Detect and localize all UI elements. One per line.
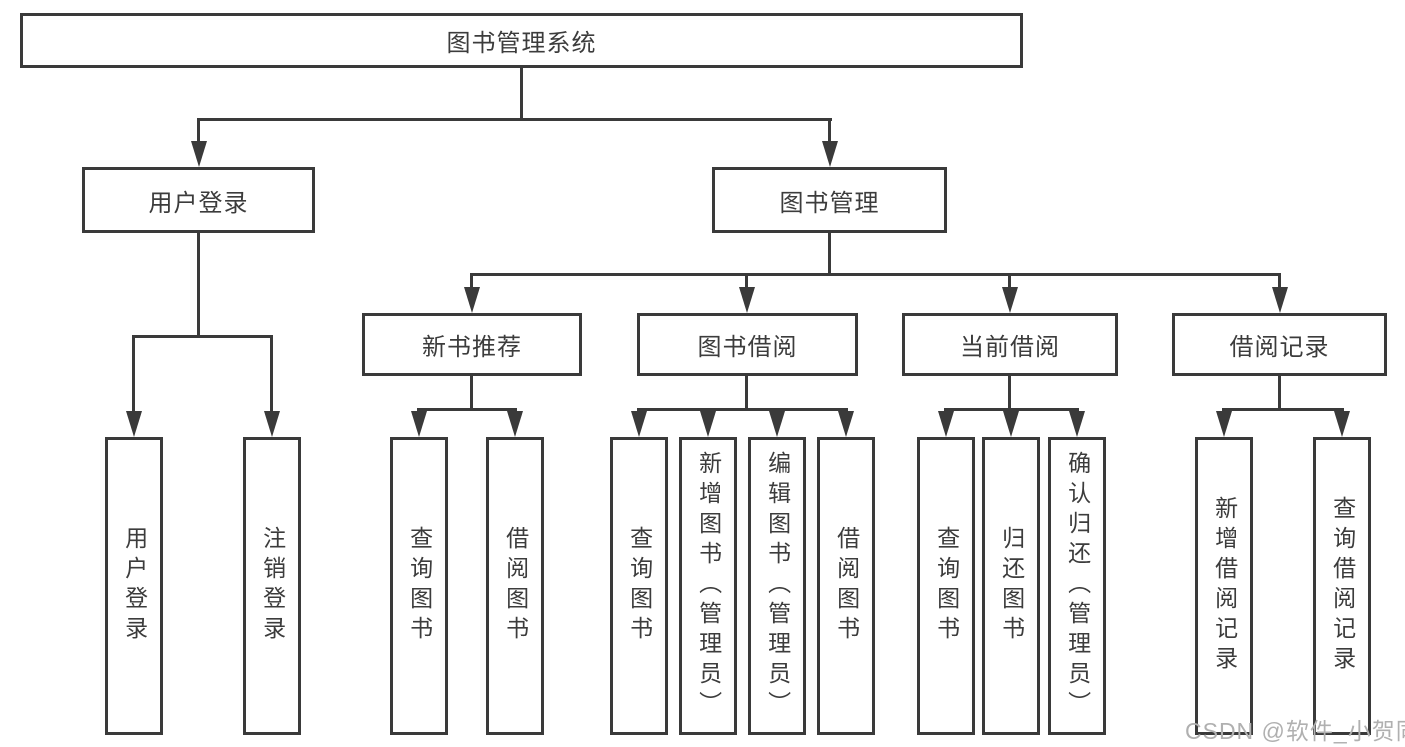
leaf-query-books-current-label: 查询图书: [933, 526, 960, 646]
leaf-logout-login: 注销登录: [243, 437, 301, 735]
node-new-book-recommend-label: 新书推荐: [422, 334, 522, 361]
leaf-query-borrow-record-label: 查询借阅记录: [1329, 496, 1356, 676]
connector-line-v: [520, 68, 523, 118]
node-book-borrowing: 图书借阅: [637, 313, 858, 376]
connector-line-v: [132, 335, 135, 413]
arrow-down-icon: [1003, 411, 1019, 437]
leaf-query-books-borrowing-label: 查询图书: [626, 526, 653, 646]
leaf-add-book-admin-label: 新增图书（管理员）: [695, 451, 722, 721]
leaf-add-borrow-record: 新增借阅记录: [1195, 437, 1253, 735]
arrow-down-icon: [1334, 411, 1350, 437]
leaf-query-books-borrowing: 查询图书: [610, 437, 668, 735]
arrow-down-icon: [838, 411, 854, 437]
connector-line-v: [1008, 273, 1011, 289]
arrow-down-icon: [507, 411, 523, 437]
arrow-down-icon: [411, 411, 427, 437]
leaf-query-books-current: 查询图书: [917, 437, 975, 735]
leaf-user-login: 用户登录: [105, 437, 163, 735]
connector-line-v: [828, 233, 831, 273]
leaf-user-login-label: 用户登录: [121, 526, 148, 646]
leaf-return-books-label: 归还图书: [998, 526, 1025, 646]
node-book-management-label: 图书管理: [779, 189, 880, 217]
leaf-confirm-return-admin: 确认归还（管理员）: [1048, 437, 1106, 735]
leaf-query-borrow-record: 查询借阅记录: [1313, 437, 1371, 735]
leaf-query-books-recommend-label: 查询图书: [406, 526, 433, 646]
connector-line-h: [637, 408, 848, 411]
leaf-add-book-admin: 新增图书（管理员）: [679, 437, 737, 735]
arrow-down-icon: [1002, 287, 1018, 313]
connector-line-h: [132, 335, 273, 338]
connector-line-v: [470, 273, 473, 289]
connector-line-v: [745, 273, 748, 289]
arrow-down-icon: [464, 287, 480, 313]
connector-line-v: [828, 118, 831, 142]
connector-line-h: [1222, 408, 1344, 411]
leaf-confirm-return-admin-label: 确认归还（管理员）: [1064, 451, 1091, 721]
arrow-down-icon: [1272, 287, 1288, 313]
leaf-logout-login-label: 注销登录: [259, 526, 286, 646]
arrow-down-icon: [822, 141, 838, 167]
arrow-down-icon: [938, 411, 954, 437]
node-current-borrowing-label: 当前借阅: [960, 334, 1060, 361]
arrow-down-icon: [631, 411, 647, 437]
connector-line-v: [270, 335, 273, 413]
node-user-login-label: 用户登录: [148, 189, 249, 217]
connector-line-h: [197, 118, 832, 121]
arrow-down-icon: [191, 141, 207, 167]
connector-line-v: [1278, 273, 1281, 289]
node-user-login: 用户登录: [82, 167, 315, 233]
arrow-down-icon: [126, 411, 142, 437]
connector-line-h: [470, 273, 1281, 276]
connector-line-v: [1008, 376, 1011, 408]
connector-line-v: [197, 118, 200, 142]
connector-line-h: [417, 408, 517, 411]
leaf-return-books: 归还图书: [982, 437, 1040, 735]
connector-line-v: [197, 233, 200, 335]
leaf-query-books-recommend: 查询图书: [390, 437, 448, 735]
arrow-down-icon: [769, 411, 785, 437]
connector-line-v: [1278, 376, 1281, 408]
leaf-borrow-books-borrowing: 借阅图书: [817, 437, 875, 735]
node-current-borrowing: 当前借阅: [902, 313, 1118, 376]
connector-line-v: [470, 376, 473, 408]
node-borrowing-records: 借阅记录: [1172, 313, 1387, 376]
leaf-edit-book-admin: 编辑图书（管理员）: [748, 437, 806, 735]
arrow-down-icon: [1216, 411, 1232, 437]
connector-line-v: [745, 376, 748, 408]
watermark: CSDN @软件_小贺同学: [1185, 718, 1405, 744]
node-book-borrowing-label: 图书借阅: [697, 334, 798, 361]
node-book-management: 图书管理: [712, 167, 947, 233]
node-borrowing-records-label: 借阅记录: [1229, 334, 1330, 361]
leaf-borrow-books-borrowing-label: 借阅图书: [833, 526, 860, 646]
node-root: 图书管理系统: [20, 13, 1023, 68]
arrow-down-icon: [700, 411, 716, 437]
arrow-down-icon: [264, 411, 280, 437]
arrow-down-icon: [1069, 411, 1085, 437]
leaf-edit-book-admin-label: 编辑图书（管理员）: [764, 451, 791, 721]
arrow-down-icon: [739, 287, 755, 313]
leaf-borrow-books-recommend: 借阅图书: [486, 437, 544, 735]
node-new-book-recommend: 新书推荐: [362, 313, 582, 376]
leaf-borrow-books-recommend-label: 借阅图书: [502, 526, 529, 646]
node-root-label: 图书管理系统: [446, 30, 597, 57]
leaf-add-borrow-record-label: 新增借阅记录: [1211, 496, 1238, 676]
